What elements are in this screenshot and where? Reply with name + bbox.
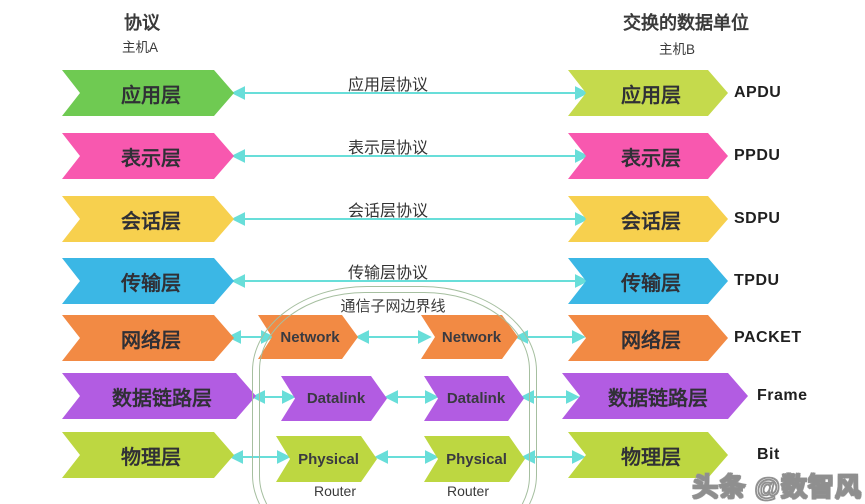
- layer-box-host-a-physical: 物理层: [62, 432, 234, 478]
- watermark: 头条 @数智风: [692, 471, 862, 502]
- layer-box-host-b-session: 会话层: [568, 196, 728, 242]
- layer-box-host-b-presentation: 表示层: [568, 133, 728, 179]
- layer-box-host-a-session: 会话层: [62, 196, 234, 242]
- layer-box-host-a-presentation: 表示层: [62, 133, 234, 179]
- layer-box-host-b-transport: 传输层: [568, 258, 728, 304]
- layer-box-host-b-physical: 物理层: [568, 432, 728, 478]
- host-b-label: 主机B: [658, 42, 696, 57]
- router1-physical-box: Physical: [276, 436, 377, 482]
- router1-label: Router: [313, 483, 357, 499]
- router2-physical-box: Physical: [424, 436, 525, 482]
- protocol-label-transport: 传输层协议: [347, 265, 429, 282]
- host-a-label: 主机A: [121, 40, 159, 55]
- protocol-column-title: 协议: [124, 13, 160, 33]
- unit-label-frame: Frame: [757, 387, 808, 404]
- layer-box-host-a-transport: 传输层: [62, 258, 234, 304]
- layer-box-host-a-datalink: 数据链路层: [62, 373, 256, 419]
- router1-datalink-box: Datalink: [281, 376, 387, 421]
- router2-network-box: Network: [421, 315, 518, 359]
- subnet-boundary-label: 通信子网边界线: [340, 298, 446, 315]
- protocol-label-application: 应用层协议: [347, 77, 429, 94]
- router1-network-box: Network: [258, 315, 358, 359]
- unit-label-tpdu: TPDU: [734, 272, 780, 289]
- layer-box-host-b-application: 应用层: [568, 70, 728, 116]
- unit-label-bit: Bit: [757, 446, 780, 463]
- layer-box-host-b-network: 网络层: [568, 315, 728, 361]
- layer-box-host-a-network: 网络层: [62, 315, 234, 361]
- router2-label: Router: [446, 483, 490, 499]
- unit-label-ppdu: PPDU: [734, 147, 781, 164]
- protocol-label-session: 会话层协议: [347, 203, 429, 220]
- router2-datalink-box: Datalink: [424, 376, 524, 421]
- layer-box-host-b-datalink: 数据链路层: [562, 373, 748, 419]
- unit-label-apdu: APDU: [734, 84, 782, 101]
- protocol-label-presentation: 表示层协议: [347, 140, 429, 157]
- data-unit-column-title: 交换的数据单位: [623, 13, 749, 33]
- layer-box-host-a-application: 应用层: [62, 70, 234, 116]
- unit-label-sdpu: SDPU: [734, 210, 781, 227]
- unit-label-packet: PACKET: [734, 329, 802, 346]
